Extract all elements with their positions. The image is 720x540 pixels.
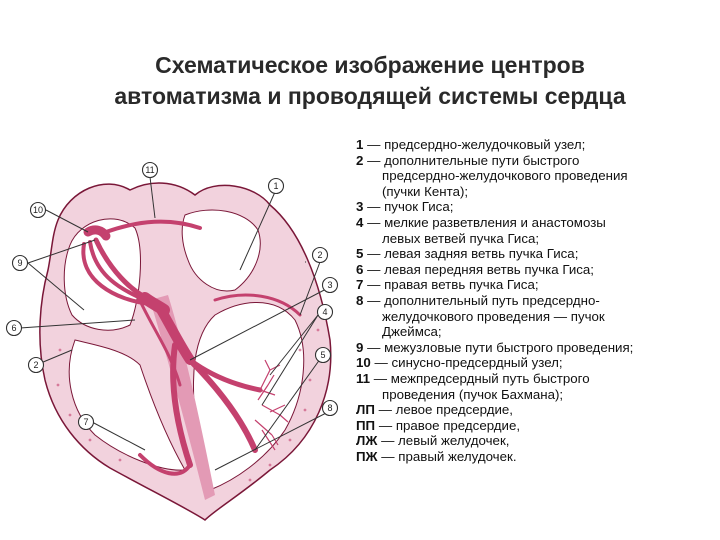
legend-key: 11 [356,370,371,386]
legend-key: 10 [356,355,371,371]
legend-description: желудочкового проведения — пучок [382,308,605,324]
legend-item: 5 — левая задняя ветвь пучка Гиса; [356,246,720,262]
legend-key: 8 [356,292,364,308]
legend-description: — правое предсердие, [378,417,521,433]
wall-texture [56,328,320,482]
legend-item: 3 — пучок Гиса; [356,199,720,215]
legend-item: ПП — правое предсердие, [356,418,720,434]
slide-title: Схематическое изображение центров автома… [30,50,710,112]
legend-description: — левая задняя ветвь пучка Гиса; [367,246,579,262]
heart-conduction-diagram: 11 1 10 9 2 3 6 4 5 2 8 7 [5,161,339,521]
right-bundle-branch [170,342,193,468]
legend-description: — правая ветвь пучка Гиса; [367,277,539,293]
internodal-path-3 [81,242,152,306]
legend-item: 6 — левая передняя ветвь пучка Гиса; [356,262,720,278]
callout-8: 8 [321,399,339,417]
callout-2-right: 2 [311,246,329,264]
callout-7: 7 [77,413,95,431]
svg-text:6: 6 [11,323,16,333]
callout-5: 5 [314,346,332,364]
legend-description: (пучки Кента); [382,183,469,199]
svg-text:2: 2 [33,360,38,370]
svg-text:8: 8 [327,403,332,413]
legend-description: левых ветвей пучка Гиса; [382,230,540,246]
legend-description: — межпредсердный путь быстрого [373,370,590,386]
legend-key: ЛП [356,402,375,418]
legend: 1 — предсердно-желудочковый узел;2 — доп… [356,137,720,464]
legend-item: ЛП — левое предсердие, [356,402,720,418]
callout-2-left: 2 [27,356,45,374]
legend-description: — дополнительные пути быстрого [367,152,580,168]
svg-text:11: 11 [145,165,154,175]
legend-key: 9 [356,339,364,355]
svg-text:4: 4 [322,307,327,317]
james-bundle [133,288,182,387]
legend-description: предсердно-желудочкового проведения [382,168,628,184]
legend-description: — дополнительный путь предсердно- [367,292,600,308]
legend-item: ПЖ — правый желудочек. [356,449,720,465]
svg-text:9: 9 [17,258,22,268]
legend-item: 8 — дополнительный путь предсердно-желуд… [356,293,720,340]
title-line-1: Схематическое изображение центров [155,52,585,78]
legend-key: ЛЖ [356,433,378,449]
legend-item: 1 — предсердно-желудочковый узел; [356,137,720,153]
sinoatrial-node [83,225,111,241]
callout-9: 9 [11,254,29,272]
callout-3: 3 [321,276,339,294]
legend-item: 7 — правая ветвь пучка Гиса; [356,277,720,293]
kent-bundle [213,293,302,317]
conduction-system [81,219,302,476]
svg-text:2: 2 [317,250,322,260]
callout-11: 11 [141,161,159,179]
legend-key: 3 [356,199,364,215]
svg-text:1: 1 [273,181,278,191]
left-ventricle-cavity [193,302,305,491]
legend-key: 4 [356,214,364,230]
legend-key: 1 [356,137,364,152]
left-atrium-cavity [181,209,261,292]
legend-description: — левый желудочек, [381,433,510,449]
callout-4: 4 [316,303,334,321]
left-anterior-branch [187,357,263,393]
callout-10: 10 [29,201,47,219]
legend-item: ЛЖ — левый желудочек, [356,433,720,449]
legend-description: Джеймса; [382,324,442,340]
svg-text:3: 3 [327,280,332,290]
svg-text:7: 7 [83,417,88,427]
legend-item: 10 — синусно-предсердный узел; [356,355,720,371]
callouts: 11 1 10 9 2 3 6 4 5 2 8 7 [5,161,339,471]
legend-key: ПЖ [356,448,378,464]
svg-text:10: 10 [33,205,43,215]
legend-description: — предсердно-желудочковый узел; [367,137,586,152]
legend-key: 5 [356,246,364,262]
legend-item: 9 — межузловые пути быстрого проведения; [356,340,720,356]
purkinje-network [254,359,289,451]
legend-description: — левая передняя ветвь пучка Гиса; [367,261,594,277]
svg-text:5: 5 [320,350,325,360]
legend-description: — межузловые пути быстрого проведения; [367,339,634,355]
septum [150,295,215,500]
callout-6: 6 [5,319,23,337]
legend-description: — синусно-предсердный узел; [374,355,563,371]
legend-description: — мелкие разветвления и анастомозы [367,214,606,230]
legend-key: 7 [356,277,364,293]
legend-description: проведения (пучок Бахмана); [382,386,564,402]
his-bundle [155,303,195,365]
title-line-2: автоматизма и проводящей системы сердца [114,83,626,109]
callout-1: 1 [267,177,285,195]
legend-key: 2 [356,152,364,168]
legend-key: ПП [356,417,376,433]
legend-description: — правый желудочек. [381,448,517,464]
right-bundle-distal [138,453,192,476]
legend-key: 6 [356,261,364,277]
bachmann-bundle [104,219,202,234]
legend-description: — пучок Гиса; [367,199,454,215]
legend-description: — левое предсердие, [378,402,514,418]
